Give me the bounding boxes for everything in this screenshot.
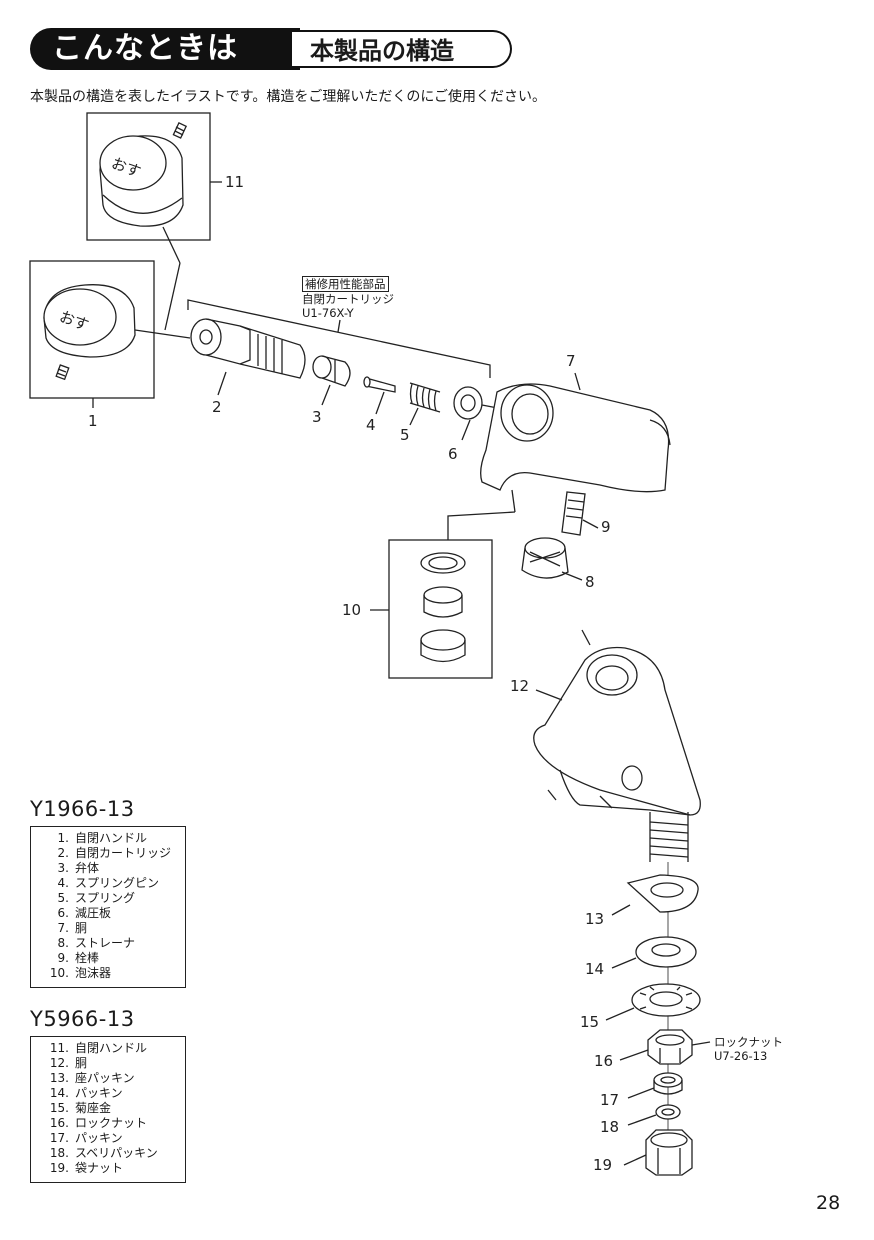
parts-list-y5966: 11.自閉ハンドル 12.胴 13.座パッキン 14.パッキン 15.菊座金 1… <box>30 1036 186 1183</box>
list-item: 5.スプリング <box>57 891 136 905</box>
cap-nut-19 <box>645 1129 693 1176</box>
list-item: 18.スベリパッキン <box>49 1146 158 1160</box>
callout-3: 3 <box>312 408 322 426</box>
list-item: 9.栓棒 <box>57 951 100 965</box>
valve-3 <box>312 355 351 387</box>
section-subtitle: 本製品の構造 <box>292 30 512 68</box>
list-item: 2.自閉カートリッジ <box>57 846 172 860</box>
seat-gasket-13 <box>626 874 699 913</box>
section-header: こんなときは 本製品の構造 <box>30 28 516 70</box>
lock-washer-15 <box>631 983 701 1017</box>
handle-11-icon <box>99 122 188 227</box>
callout-8: 8 <box>585 573 595 591</box>
list-item: 3.弁体 <box>57 861 100 875</box>
repair-part-code: U1-76X-Y <box>302 306 354 320</box>
handle-1-box <box>29 260 155 399</box>
intro-text: 本製品の構造を表したイラストです。構造をご理解いただくのにご使用ください。 <box>30 89 547 105</box>
gasket-17 <box>653 1072 683 1095</box>
list-item: 8.ストレーナ <box>57 936 136 950</box>
callout-18: 18 <box>600 1118 620 1136</box>
callout-5: 5 <box>400 426 410 444</box>
parts-list-y1966: 1.自閉ハンドル 2.自閉カートリッジ 3.弁体 4.スプリングピン 5.スプリ… <box>30 826 186 988</box>
list-item: 14.パッキン <box>49 1086 123 1100</box>
faucet-body-12 <box>533 646 701 862</box>
section-title: こんなときは <box>30 28 300 70</box>
repair-part-tag: 補修用性能部品 <box>302 276 389 292</box>
callout-9: 9 <box>601 518 611 536</box>
list-item: 1.自閉ハンドル <box>57 831 148 845</box>
callout-11: 11 <box>225 173 245 191</box>
callout-2: 2 <box>212 398 222 416</box>
repair-part-name: 自閉カートリッジ <box>302 292 394 306</box>
cartridge-2 <box>190 318 306 379</box>
callout-15: 15 <box>580 1013 600 1031</box>
callout-17: 17 <box>600 1091 620 1109</box>
slip-gasket-18 <box>655 1104 681 1120</box>
callout-1: 1 <box>88 412 98 430</box>
list-item: 7.胴 <box>57 921 88 935</box>
gasket-14 <box>635 936 697 968</box>
spring-5 <box>409 382 441 413</box>
callout-7: 7 <box>566 352 576 370</box>
list-item: 10.泡沫器 <box>49 966 112 980</box>
aerator-10 <box>420 552 466 663</box>
strainer-8 <box>521 537 569 579</box>
callout-10: 10 <box>342 601 362 619</box>
locknut-code: U7-26-13 <box>714 1049 768 1063</box>
handle-1-icon <box>43 284 136 381</box>
page-number: 28 <box>816 1192 841 1214</box>
list-item: 15.菊座金 <box>49 1101 112 1115</box>
list-item: 19.袋ナット <box>49 1161 124 1175</box>
callout-12: 12 <box>510 677 530 695</box>
callout-14: 14 <box>585 960 605 978</box>
lock-nut-16 <box>647 1029 693 1065</box>
list-item: 4.スプリングピン <box>57 876 160 890</box>
model-title-y1966: Y1966-13 <box>30 797 135 821</box>
callout-4: 4 <box>366 416 376 434</box>
model-title-y5966: Y5966-13 <box>30 1007 135 1031</box>
locknut-name: ロックナット <box>714 1035 783 1049</box>
callout-13: 13 <box>585 910 605 928</box>
callout-16: 16 <box>594 1052 614 1070</box>
callout-6: 6 <box>448 445 458 463</box>
repair-part-note: 補修用性能部品 自閉カートリッジ U1-76X-Y <box>302 276 394 320</box>
faucet-body-7 <box>480 383 671 493</box>
washer-6 <box>453 386 483 420</box>
spring-pin-4 <box>363 376 396 393</box>
list-item: 6.減圧板 <box>57 906 112 920</box>
list-item: 12.胴 <box>49 1056 88 1070</box>
list-item: 16.ロックナット <box>49 1116 148 1130</box>
callout-19: 19 <box>593 1156 613 1174</box>
list-item: 17.パッキン <box>49 1131 123 1145</box>
list-item: 11.自閉ハンドル <box>49 1041 148 1055</box>
locknut-note: ロックナット U7-26-13 <box>714 1035 783 1063</box>
aerator-10-box <box>388 539 493 679</box>
valve-stem-9 <box>561 491 586 536</box>
list-item: 13.座パッキン <box>49 1071 135 1085</box>
handle-11-box <box>86 112 211 241</box>
